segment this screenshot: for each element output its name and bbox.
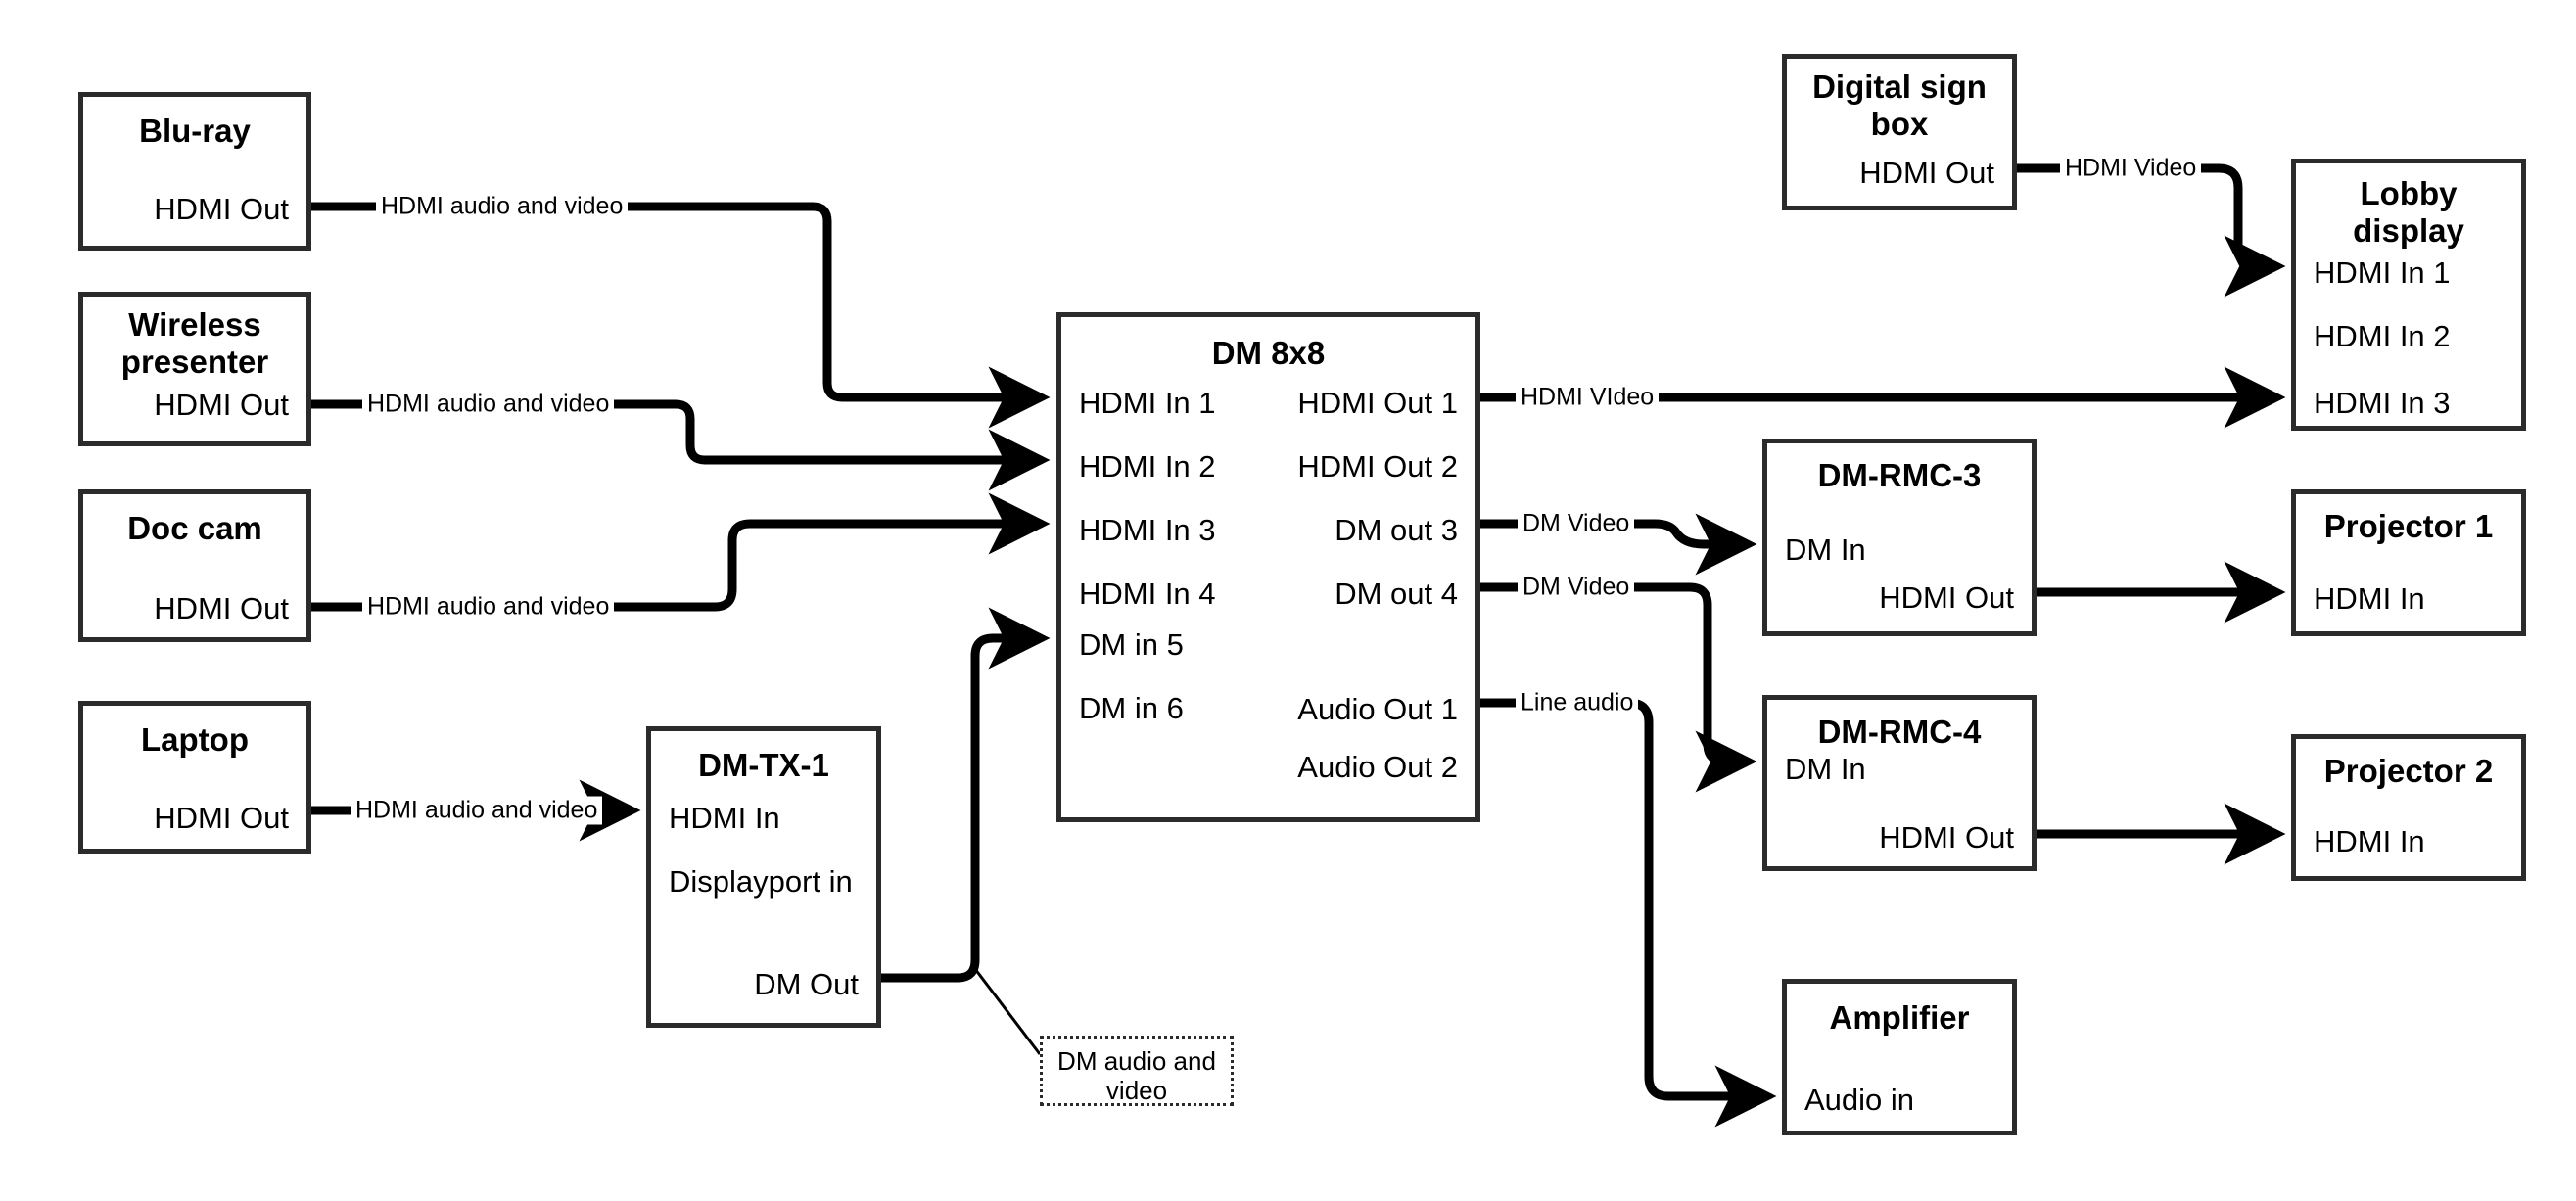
device-box-dm-8x8[interactable]: DM 8x8 HDMI In 1 HDMI In 2 HDMI In 3 HDM… — [1056, 312, 1480, 822]
lobby-title-line1: Lobby — [2360, 175, 2458, 211]
laptop-port-hdmi-out: HDMI Out — [154, 801, 289, 835]
device-box-dm-rmc-4[interactable]: DM-RMC-4 DM In HDMI Out — [1762, 695, 2037, 871]
lobby-input-hdmi-in-3: HDMI In 3 — [2314, 386, 2451, 420]
dm8x8-input-hdmi-in-4: HDMI In 4 — [1079, 577, 1216, 611]
dm8x8-output-dm-out-4: DM out 4 — [1335, 577, 1458, 611]
dmrmc3-title: DM-RMC-3 — [1817, 457, 1982, 493]
dm8x8-output-dm-out-3: DM out 3 — [1335, 513, 1458, 547]
projector2-title: Projector 2 — [2323, 753, 2494, 789]
wire-dmtx1-to-dm-in5 — [881, 607, 1051, 983]
wire-label-laptop: HDMI audio and video — [351, 796, 603, 825]
projector2-port-hdmi-in: HDMI In — [2314, 824, 2425, 858]
wire-label-dm-out3: DM Video — [1518, 509, 1635, 538]
wire-label-sign-to-lobby: HDMI Video — [2060, 154, 2202, 183]
note-line1: DM audio and — [1057, 1046, 1216, 1076]
device-box-digital-sign[interactable]: Digital sign box HDMI Out — [1782, 54, 2017, 210]
lobby-input-hdmi-in-1: HDMI In 1 — [2314, 255, 2451, 290]
dmrmc3-port-dm-in: DM In — [1785, 532, 1866, 567]
dmrmc3-port-hdmi-out: HDMI Out — [1879, 580, 2014, 615]
digitalsign-title-line2: box — [1870, 106, 1929, 142]
dmrmc4-port-hdmi-out: HDMI Out — [1879, 820, 2014, 855]
dm8x8-title: DM 8x8 — [1211, 335, 1326, 371]
wireless-port-hdmi-out: HDMI Out — [154, 388, 289, 422]
doccam-title: Doc cam — [127, 510, 262, 546]
wireless-title-line2: presenter — [120, 344, 269, 380]
wire-label-wireless: HDMI audio and video — [362, 390, 615, 419]
dm8x8-input-dm-in-5: DM in 5 — [1079, 627, 1184, 662]
device-box-dm-tx-1[interactable]: DM-TX-1 HDMI In Displayport in DM Out — [646, 726, 881, 1028]
dm8x8-input-hdmi-in-2: HDMI In 2 — [1079, 449, 1216, 484]
wire-label-audio-out1: Line audio — [1516, 688, 1639, 717]
amplifier-title: Amplifier — [1829, 999, 1970, 1036]
dm8x8-input-hdmi-in-1: HDMI In 1 — [1079, 386, 1216, 420]
device-box-lobby-display[interactable]: Lobby display HDMI In 1 HDMI In 2 HDMI I… — [2291, 159, 2526, 431]
wire-label-dm-out4: DM Video — [1518, 573, 1635, 602]
wire-dm-audio1-to-amplifier — [1480, 698, 1777, 1128]
bluray-title: Blu-ray — [139, 113, 251, 149]
laptop-title: Laptop — [141, 721, 249, 758]
device-box-dm-rmc-3[interactable]: DM-RMC-3 DM In HDMI Out — [1762, 439, 2037, 636]
wireless-title-line1: Wireless — [128, 306, 261, 343]
device-box-amplifier[interactable]: Amplifier Audio in — [1782, 979, 2017, 1135]
dmtx1-port-displayport-in: Displayport in — [669, 864, 853, 899]
digitalsign-port-hdmi-out: HDMI Out — [1859, 156, 1994, 190]
wire-label-dm-out1: HDMI VIdeo — [1516, 383, 1660, 412]
dmtx1-title: DM-TX-1 — [698, 747, 829, 783]
wire-label-doccam: HDMI audio and video — [362, 592, 615, 622]
dm8x8-output-audio-out-2: Audio Out 2 — [1297, 750, 1458, 784]
dm8x8-output-hdmi-out-1: HDMI Out 1 — [1297, 386, 1458, 420]
lobby-title-line2: display — [2353, 212, 2464, 249]
dmrmc4-port-dm-in: DM In — [1785, 752, 1866, 786]
doccam-port-hdmi-out: HDMI Out — [154, 591, 289, 625]
note-dm-audio-and-video: DM audio and video — [1040, 1036, 1234, 1106]
device-box-doc-cam[interactable]: Doc cam HDMI Out — [78, 489, 311, 642]
dm8x8-output-audio-out-1: Audio Out 1 — [1297, 692, 1458, 726]
amplifier-port-audio-in: Audio in — [1804, 1083, 1915, 1117]
device-box-bluray[interactable]: Blu-ray HDMI Out — [78, 92, 311, 251]
device-box-projector-2[interactable]: Projector 2 HDMI In — [2291, 734, 2526, 881]
digitalsign-title-line1: Digital sign — [1812, 69, 1987, 105]
device-box-wireless-presenter[interactable]: Wireless presenter HDMI Out — [78, 292, 311, 446]
projector1-port-hdmi-in: HDMI In — [2314, 581, 2425, 616]
wire-dm-out4-to-rmc4 — [1480, 582, 1757, 793]
note-line2: video — [1105, 1076, 1168, 1105]
dm8x8-input-hdmi-in-3: HDMI In 3 — [1079, 513, 1216, 547]
wire-sign-to-lobby-in1 — [2017, 163, 2286, 298]
dmtx1-port-dm-out: DM Out — [754, 967, 859, 1001]
lobby-input-hdmi-in-2: HDMI In 2 — [2314, 319, 2451, 353]
dm8x8-output-hdmi-out-2: HDMI Out 2 — [1297, 449, 1458, 484]
wire-label-bluray: HDMI audio and video — [376, 192, 629, 221]
dm8x8-input-dm-in-6: DM in 6 — [1079, 691, 1184, 725]
dmtx1-port-hdmi-in: HDMI In — [669, 801, 780, 835]
device-box-laptop[interactable]: Laptop HDMI Out — [78, 701, 311, 854]
projector1-title: Projector 1 — [2323, 508, 2494, 544]
wire-bluray-to-dm-in1 — [311, 202, 1051, 429]
bluray-port-hdmi-out: HDMI Out — [154, 192, 289, 226]
leader-dm-audio-note — [973, 968, 1042, 1055]
device-box-projector-1[interactable]: Projector 1 HDMI In — [2291, 489, 2526, 636]
dmrmc4-title: DM-RMC-4 — [1817, 714, 1982, 750]
